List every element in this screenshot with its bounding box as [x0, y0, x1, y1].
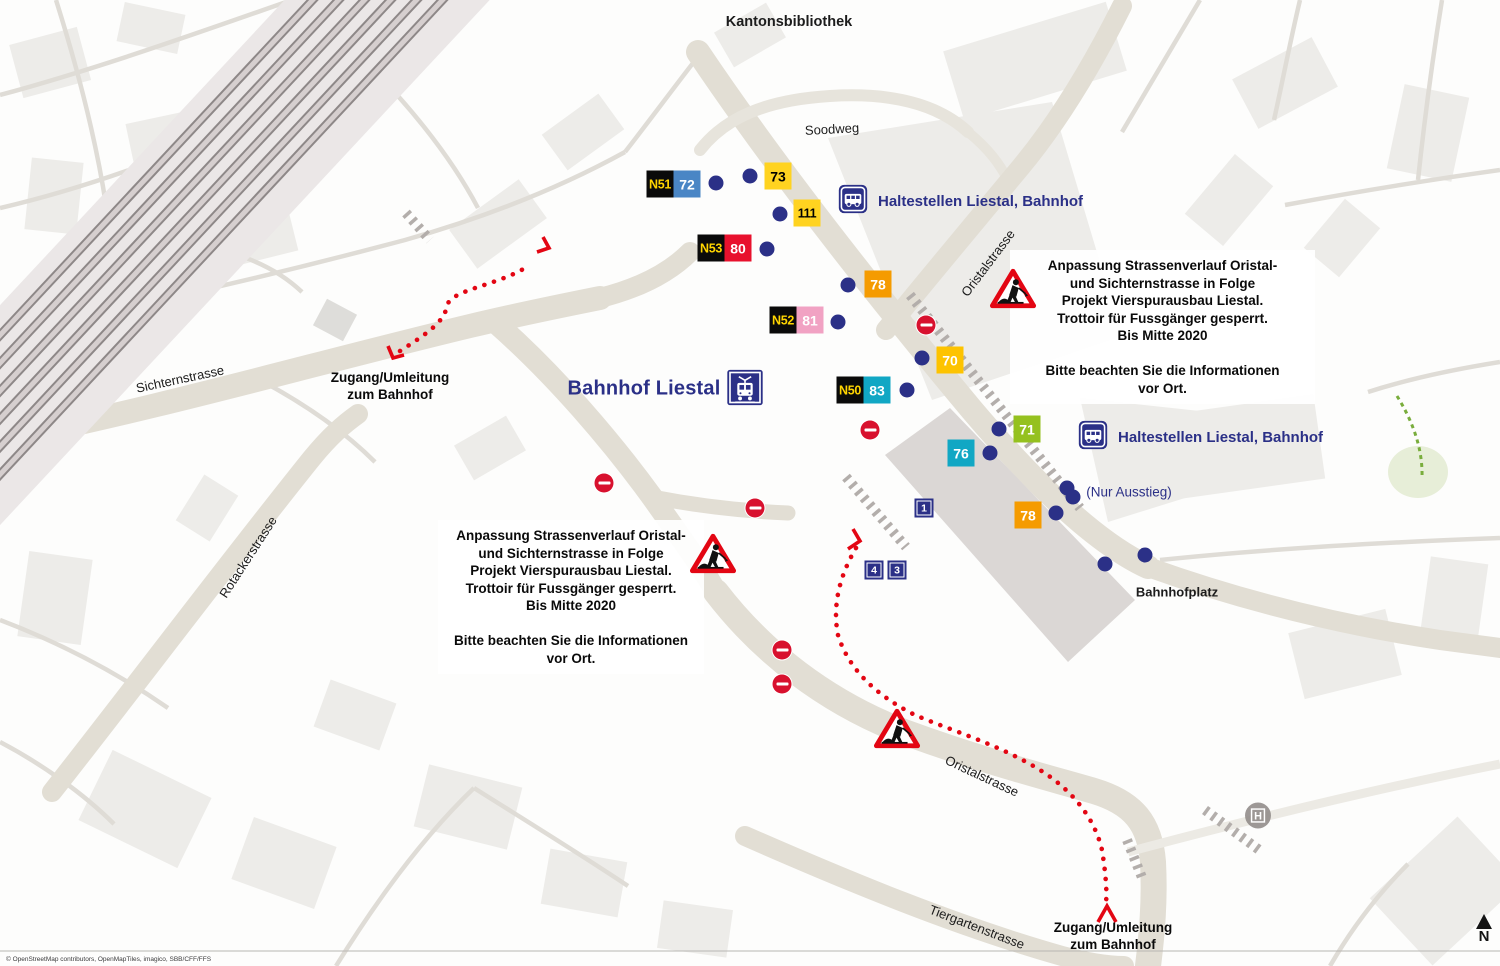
bus-line-badge-70: 70: [936, 346, 964, 374]
street-label-soodweg: Soodweg: [804, 120, 860, 138]
construction-sign-icon: [989, 267, 1037, 315]
bus-line-badge-n50: N50: [836, 376, 864, 404]
notice-line: Trottoir für Fussgänger gesperrt.: [465, 580, 677, 596]
notice-line: Projekt Vierspurausbau Liestal.: [470, 563, 672, 578]
green-dashed-path: [1395, 395, 1424, 479]
bus-line-badge-76: 76: [947, 439, 975, 467]
detour-label-top: Zugang/Umleitung zum Bahnhof: [331, 370, 450, 403]
north-arrow-icon: [1476, 914, 1492, 929]
bus-stop-dot: [1065, 489, 1081, 505]
street-label-sichternstrasse: Sichternstrasse: [134, 362, 226, 396]
platform-badge-3: 3: [889, 562, 905, 578]
notice-line: [1015, 345, 1310, 363]
bus-stop-dot: [1048, 505, 1064, 521]
bus-stop-dot: [1137, 547, 1153, 563]
street-label-oristalstrasse-bottom: Oristalstrasse: [942, 752, 1022, 800]
train-station-icon: [727, 369, 764, 411]
bus-stops-label: Haltestellen Liestal, Bahnhof: [878, 192, 1084, 210]
notice-line: und Sichternstrasse in Folge: [478, 545, 664, 561]
svg-text:H: H: [1254, 811, 1262, 823]
bus-stop-dot: [899, 382, 915, 398]
bus-line-badge-n51: N51: [646, 170, 674, 198]
notice-line: Bis Mitte 2020: [525, 598, 617, 613]
underpass-road: [1126, 759, 1500, 857]
bus-stop-dot: [742, 168, 758, 184]
bus-line-badge-78: 78: [864, 270, 892, 298]
railway-layer: [0, 0, 645, 966]
bus-line-badge-80: 80: [724, 234, 752, 262]
detour-line: zum Bahnhof: [1070, 936, 1156, 952]
construction-notice-left: Anpassung Strassenverlauf Oristal- und S…: [438, 520, 704, 674]
notice-line: Anpassung Strassenverlauf Oristal-: [456, 528, 686, 543]
bus-stop-dot: [914, 350, 930, 366]
bus-line-badge-78: 78: [1014, 501, 1042, 529]
construction-hatching: [402, 209, 1265, 882]
no-entry-sign-icon: [772, 640, 792, 660]
bus-line-badge-71: 71: [1013, 415, 1041, 443]
notice-line: Anpassung Strassenverlauf Oristal-: [1047, 258, 1278, 273]
notice-line: [443, 615, 699, 633]
bus-stop-dot: [991, 421, 1007, 437]
detour-line: Zugang/Umleitung: [330, 370, 450, 385]
bus-stop-dot: [840, 277, 856, 293]
platform-badge-1: 1: [916, 500, 932, 516]
no-entry-sign-icon: [772, 674, 792, 694]
no-entry-sign-icon: [594, 473, 614, 493]
detour-label-bottom: Zugang/Umleitung zum Bahnhof: [1054, 920, 1173, 953]
street-label-rotackerstrasse: Rotackerstrasse: [216, 513, 280, 601]
detour-routes: [386, 236, 1118, 923]
bus-stop-dot: [982, 445, 998, 461]
detour-line: Zugang/Umleitung: [1053, 920, 1173, 935]
construction-sign-icon: [689, 532, 737, 580]
no-entry-sign-icon: [745, 498, 765, 518]
construction-sign-icon: [873, 707, 921, 755]
map-attribution: © OpenStreetMap contributors, OpenMapTil…: [4, 956, 214, 963]
station-platform: [885, 408, 1135, 662]
bus-line-badge-n53: N53: [697, 234, 725, 262]
north-arrow: N: [1470, 914, 1498, 945]
construction-notice-right: Anpassung Strassenverlauf Oristal- und S…: [1010, 250, 1315, 404]
north-label: N: [1478, 928, 1490, 945]
bus-line-badge-73: 73: [764, 162, 792, 190]
bus-stop-dot: [830, 314, 846, 330]
station-name: Bahnhof Liestal: [567, 377, 721, 400]
detour-line: zum Bahnhof: [347, 386, 433, 402]
notice-line: vor Ort.: [1138, 380, 1187, 396]
notice-line: Bis Mitte 2020: [1117, 328, 1208, 343]
notice-line: Projekt Vierspurausbau Liestal.: [1061, 293, 1264, 308]
notice-line: vor Ort.: [546, 650, 596, 666]
bus-line-badge-72: 72: [673, 170, 701, 198]
notice-line: und Sichternstrasse in Folge: [1069, 275, 1256, 291]
bus-stop-dot: [759, 241, 775, 257]
bus-stop-dot: [708, 175, 724, 191]
platform-badge-4: 4: [866, 562, 882, 578]
bus-line-badge-81: 81: [796, 306, 824, 334]
no-entry-sign-icon: [860, 420, 880, 440]
notice-line: Bitte beachten Sie die Informationen: [453, 633, 689, 648]
bus-stops-callout-2: Haltestellen Liestal, Bahnhof: [1078, 420, 1324, 455]
bus-stop-dot: [1097, 556, 1113, 572]
bus-line-badge-111: 111: [793, 199, 821, 227]
bus-icon: [838, 184, 868, 219]
label-nur-ausstieg: (Nur Ausstieg): [1086, 484, 1172, 500]
label-kantonsbibliothek: Kantonsbibliothek: [725, 14, 853, 30]
no-entry-sign-icon: [916, 315, 936, 335]
label-bahnhofplatz: Bahnhofplatz: [1135, 584, 1219, 600]
bus-line-badge-83: 83: [863, 376, 891, 404]
bus-stops-callout-1: Haltestellen Liestal, Bahnhof: [838, 184, 1084, 219]
street-label-tiergartenstrasse: Tiergartenstrasse: [927, 901, 1027, 953]
notice-line: Trottoir für Fussgänger gesperrt.: [1057, 310, 1268, 326]
bus-line-badge-n52: N52: [769, 306, 797, 334]
bus-stops-label: Haltestellen Liestal, Bahnhof: [1118, 428, 1324, 446]
bus-stop-dot: [772, 206, 788, 222]
h-stop-icon: H: [1245, 802, 1272, 834]
green-area: [1388, 446, 1448, 498]
notice-line: Bitte beachten Sie die Informationen: [1045, 363, 1280, 378]
bus-icon: [1078, 420, 1108, 455]
